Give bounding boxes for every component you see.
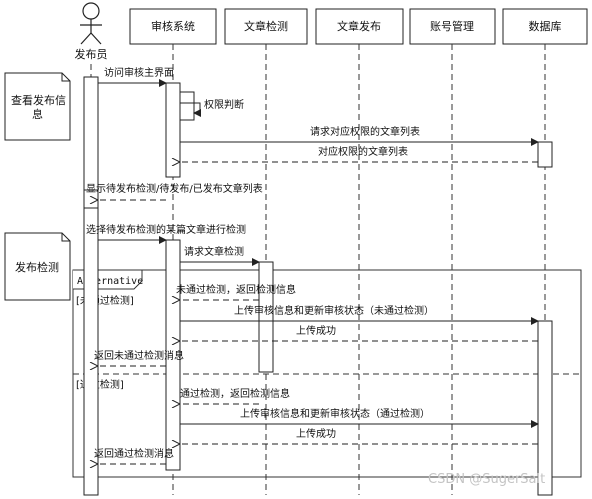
- lifeline-header-check: 文章检测: [224, 8, 308, 45]
- msg-permission-self: [180, 102, 201, 117]
- alt-guard-pass: [通过检测]: [76, 378, 124, 391]
- msg-check-fail-label: 未通过检测，返回检测信息: [176, 283, 296, 296]
- lifeline-label-publish: 文章发布: [337, 19, 381, 33]
- lifeline-label-check: 文章检测: [244, 19, 288, 33]
- activation-db-2: [537, 320, 553, 496]
- msg-permission-label: 权限判断: [204, 98, 244, 111]
- actor-head: [82, 2, 100, 20]
- msg-select-article-label: 选择待发布检测的某篇文章进行检测: [86, 223, 246, 236]
- activation-db-1: [537, 141, 553, 168]
- activation-check: [258, 261, 274, 373]
- activation-actor: [83, 76, 99, 496]
- note-label-line2: 息: [32, 107, 43, 121]
- lifeline-header-db: 数据库: [502, 8, 588, 45]
- alt-fragment-label: Alternative: [77, 276, 143, 287]
- activation-audit-2: [179, 91, 195, 121]
- watermark: CSDN @SugerSalt: [428, 472, 545, 487]
- msg-check-pass-label: 通过检测，返回检测信息: [180, 387, 290, 400]
- lifeline-label-audit: 审核系统: [151, 19, 195, 33]
- msg-upload-pass-label: 上传审核信息和更新审核状态（通过检测）: [240, 407, 430, 420]
- msg-return-pass-label: 返回通过检测消息: [94, 447, 174, 460]
- msg-request-list-label: 请求对应权限的文章列表: [310, 125, 420, 138]
- msg-visit-main-label: 访问审核主界面: [104, 66, 174, 79]
- msg-show-list-label: 显示待发布检测/待发布/已发布文章列表: [86, 182, 263, 195]
- note-label-line1: 查看发布信: [11, 93, 66, 107]
- lifeline-header-account: 账号管理: [409, 8, 496, 45]
- note-publish-check: 发布检测: [4, 232, 71, 301]
- lifeline-header-publish: 文章发布: [315, 8, 404, 45]
- msg-return-fail-label: 返回未通过检测消息: [94, 349, 184, 362]
- msg-return-list-label: 对应权限的文章列表: [318, 145, 408, 158]
- msg-request-check-label: 请求文章检测: [184, 245, 244, 258]
- alt-fragment: Alternative [未通过检测] [通过检测]: [72, 269, 582, 478]
- note-label: 发布检测: [15, 260, 59, 274]
- note-view-publish-info: 查看发布信 息: [4, 72, 71, 141]
- lifeline-label-account: 账号管理: [430, 19, 474, 33]
- actor-publisher: 发布员: [75, 2, 108, 61]
- msg-upload-success-1-label: 上传成功: [296, 325, 336, 337]
- msg-upload-success-2-label: 上传成功: [296, 428, 336, 440]
- lifeline-header-audit: 审核系统: [129, 8, 217, 45]
- lifeline-label-db: 数据库: [529, 19, 562, 33]
- activation-audit-1: [165, 82, 181, 178]
- actor-label: 发布员: [75, 47, 108, 61]
- msg-upload-fail-label: 上传审核信息和更新审核状态（未通过检测）: [234, 304, 434, 317]
